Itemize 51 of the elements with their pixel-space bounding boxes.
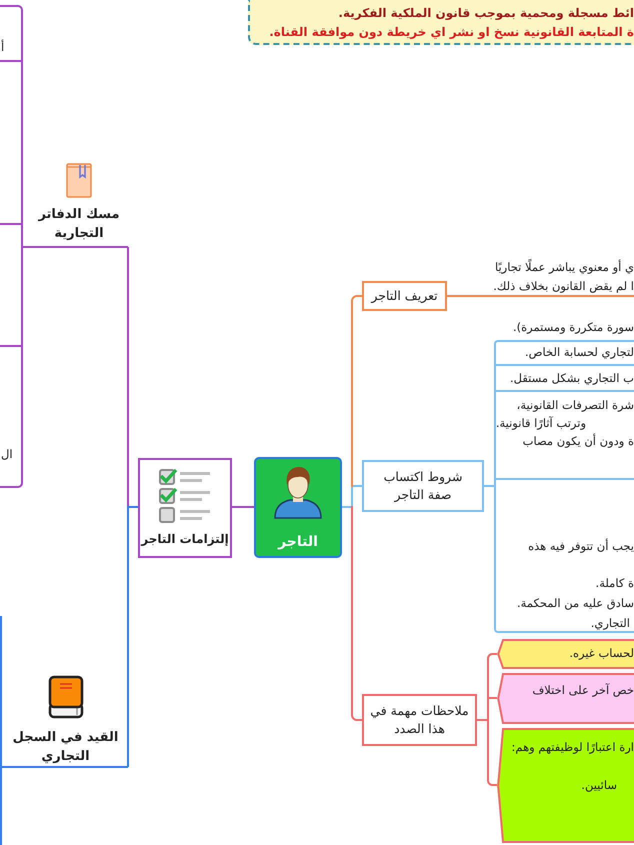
connector-line [351,295,362,487]
topic-label: مسك الدفاتر التجارية [37,206,121,243]
connector-line [23,246,30,248]
connector-line [487,697,497,699]
topic-label: شروط اكتساب صفة التاجر [382,468,464,504]
topic-text: سائيين. [581,778,617,793]
subtopic-tag [497,728,634,843]
connector-line [0,615,4,845]
connector-line [127,506,138,508]
topic-label: القيد في السجل التجاري [12,729,120,766]
topic-label: ملاحظات مهمة في هذا الصدد [369,702,470,738]
topic-text: ي أو معنوي يباشر عملًا تجاريًا [494,260,634,275]
notice-text: ة المتابعة القانونية نسخ او نشر اي خريطة دون موافقة القناة. [269,24,634,40]
topic-card [138,458,232,558]
connector-line [351,506,362,721]
subtopic-tag [497,639,634,669]
connector-line [447,295,470,297]
connector-line [127,506,129,767]
topic-label: إلتزامات التاجر [141,531,229,547]
topic-text: أ [1,40,4,55]
connector-line [232,506,254,508]
topic-box [362,694,477,746]
subtopic-tag [497,673,634,724]
topic-label: التاجر [278,533,318,551]
topic-text: وترتب آثارًا قانونية. [496,416,586,431]
topic-box [362,281,447,311]
topic-text: سادق عليه من المحكمة. [517,596,634,611]
topic-label: تعريف التاجر [371,287,438,305]
subtopic-column [494,340,634,633]
topic-text: خص آخر على اختلاف [532,683,634,698]
topic-box [362,460,484,512]
topic-text: ب التجاري بشكل مستقل. [510,371,634,386]
topic-text: ارة اعتبارًا لوظيفتهم وهم: [512,740,634,755]
notice-text: ائط مسجلة ومحمية بموجب قانون الملكية الفكرية. [338,5,634,21]
topic-text: ة كاملة. [596,576,634,591]
topic-text: يجب أن تتوفر فيه هذه [528,539,634,554]
central-topic [254,457,342,558]
topic-text: ا لم يقض القانون بخلاف ذلك. [493,279,634,294]
topic-text: ة ودون أن يكون مصاب [522,434,634,449]
topic-text: شرة التصرفات القانونية، [516,398,634,413]
subtopic-column [0,5,23,488]
topic-text: لتجاري لحسابة الخاص. [524,345,634,360]
connector-line [487,719,497,786]
topic-text: التجاري. [590,616,630,631]
note-text: سورة متكررة ومستمرة). [513,320,634,335]
topic-text: ال [1,447,13,462]
connector-line [127,247,129,508]
topic-text: لحساب غيره. [569,646,634,661]
subtopic-row [496,478,634,631]
notice-banner [248,0,634,45]
connector-line [484,485,494,487]
